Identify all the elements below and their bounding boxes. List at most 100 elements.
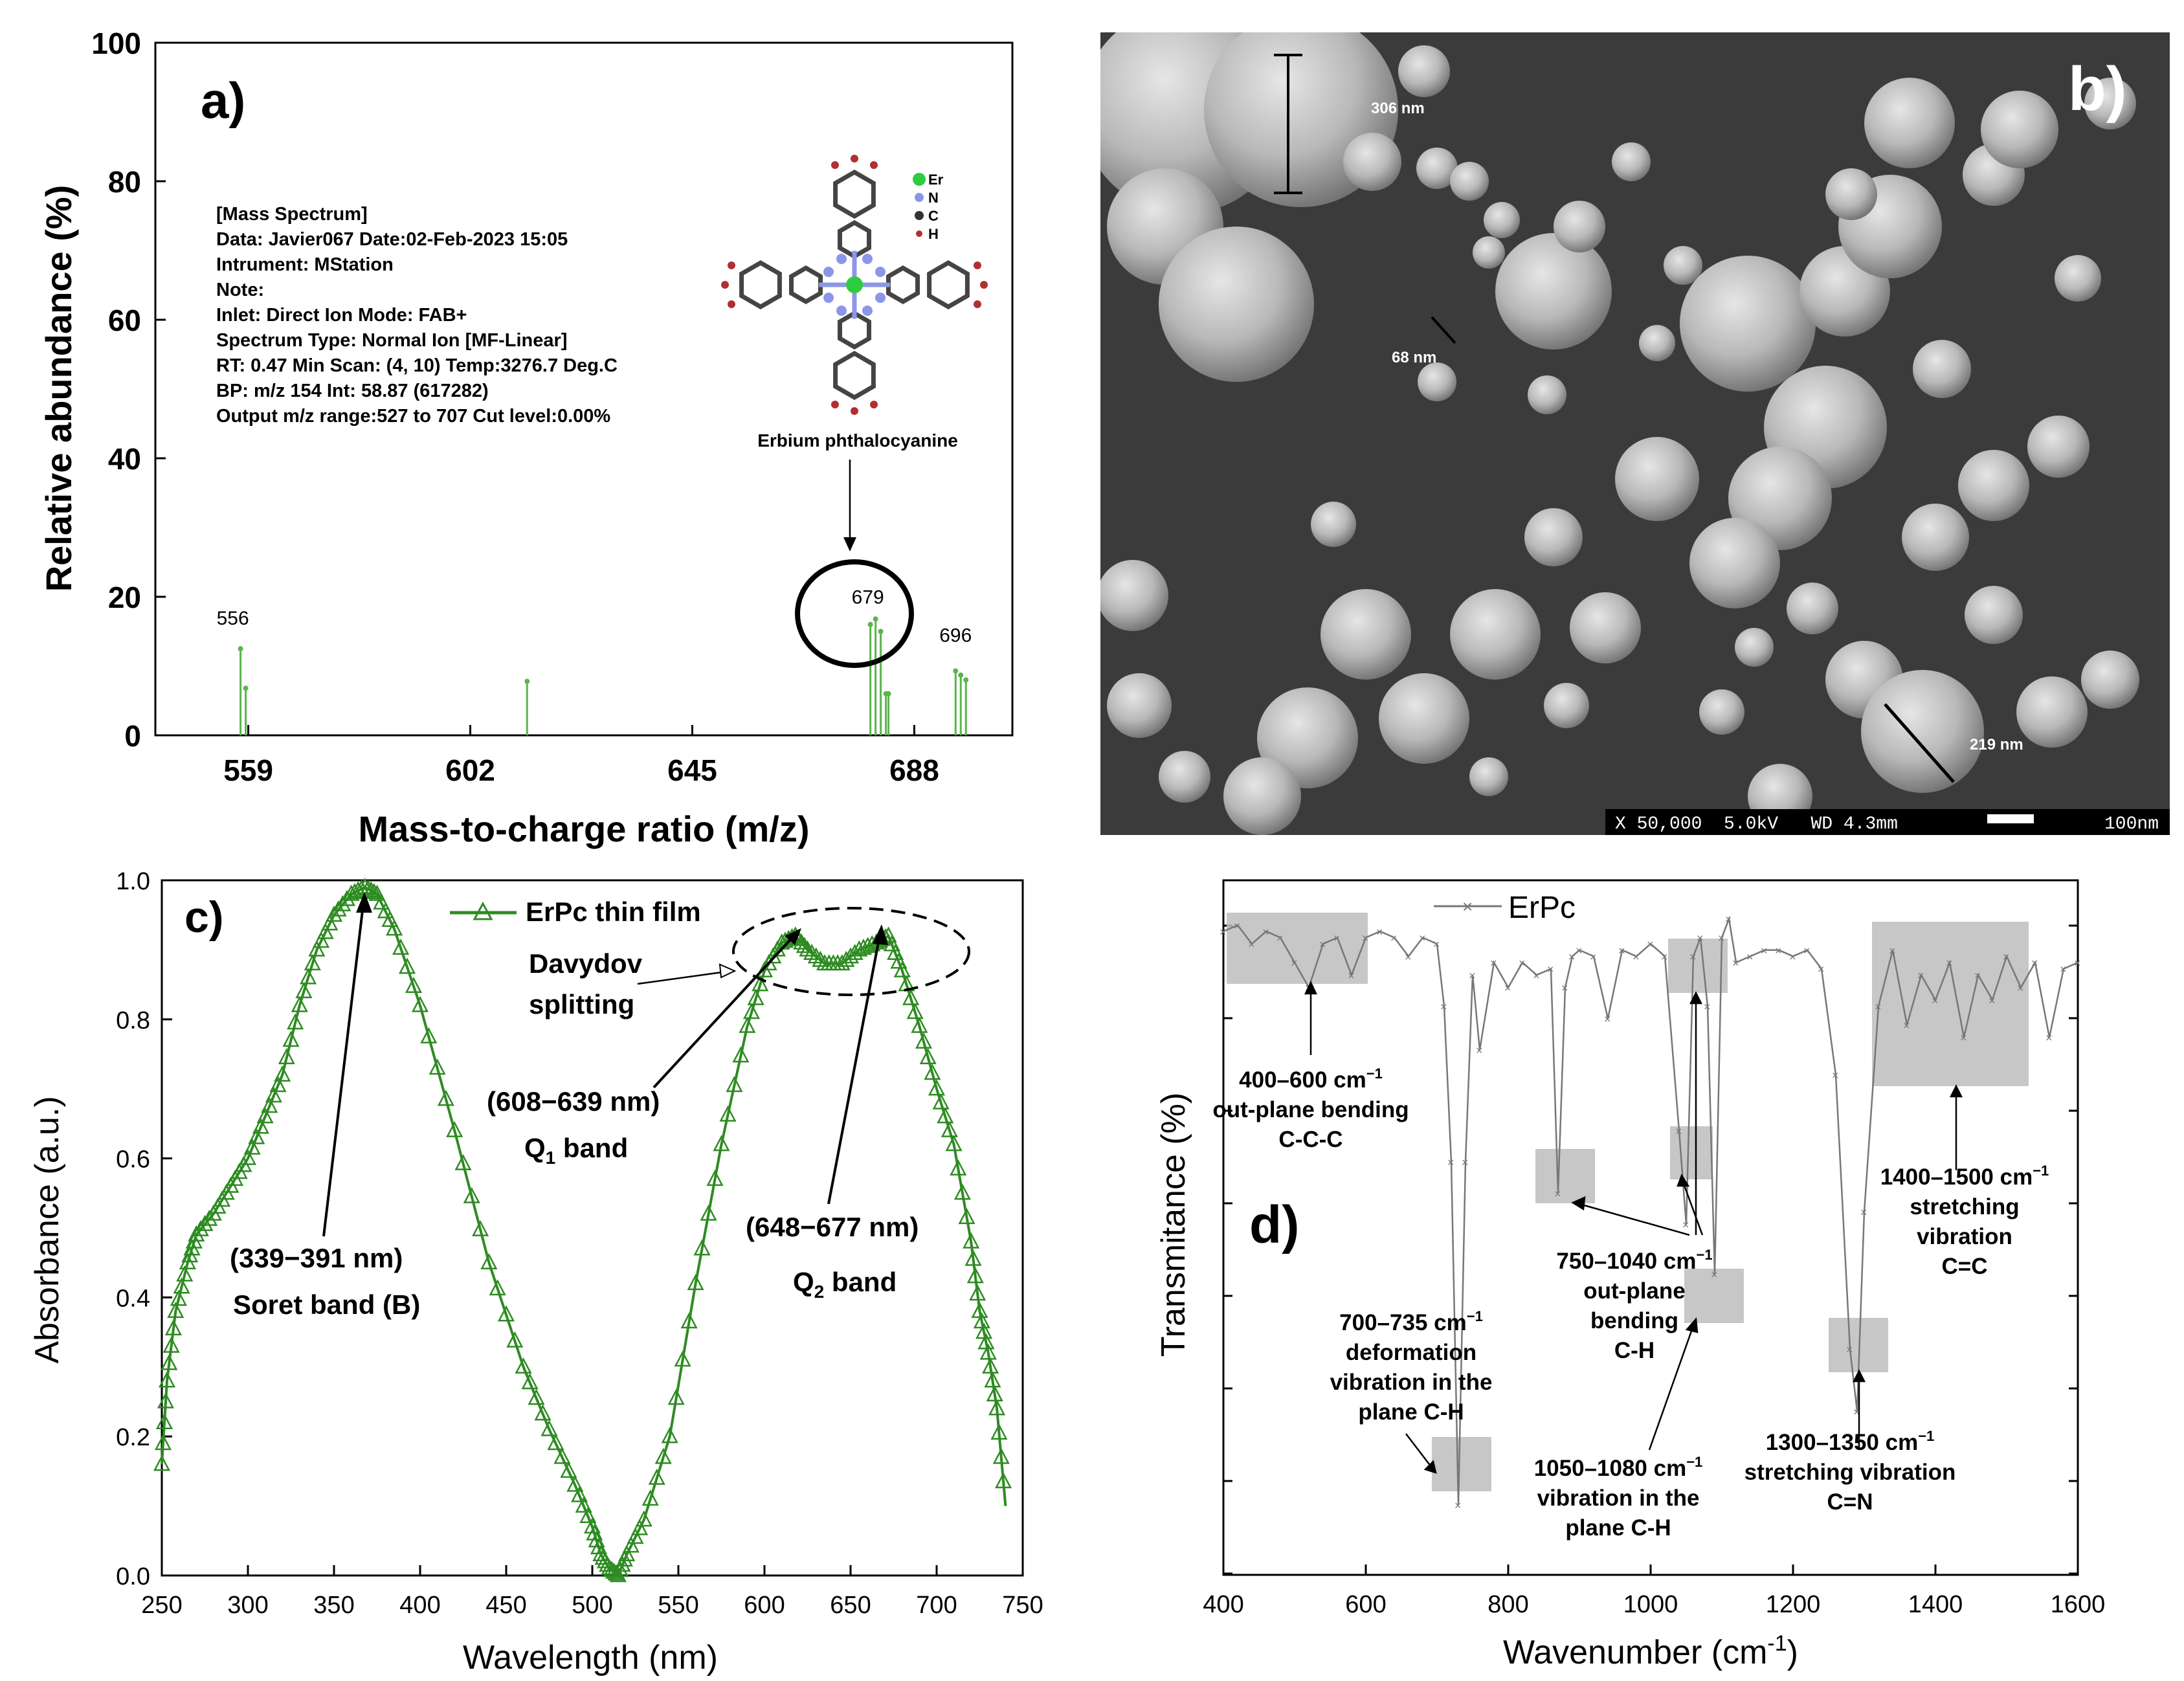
sem-particle [1664, 246, 1702, 285]
sem-particle [1544, 683, 1589, 728]
series-marker: × [1860, 1206, 1867, 1219]
series-erpc: ××××××××××××××××××××××××××××××××××××××××… [1220, 913, 2081, 1512]
info-line: BP: m/z 154 Int: 58.87 (617282) [216, 381, 489, 401]
panel-c-ytick-label: 0.6 [116, 1146, 150, 1174]
annotation-line: bending [1590, 1308, 1678, 1333]
molecule-ring [833, 169, 876, 219]
annotation-davydov-1: Davydov [529, 948, 643, 979]
series-marker: × [1697, 932, 1704, 945]
highlight-box-750-1040-b [1668, 939, 1728, 993]
series-marker [170, 1289, 188, 1306]
series-marker [654, 1447, 672, 1464]
panel-d-xtick-label: 600 [1345, 1591, 1386, 1618]
molecule-n-atom [823, 293, 834, 303]
series-marker [463, 1186, 480, 1203]
series-marker: × [1319, 938, 1326, 951]
annotation-range: 1400–1500 cm−1 [1880, 1163, 2049, 1190]
molecule-n-atom [836, 306, 847, 316]
annotation-line: C=N [1827, 1489, 1873, 1515]
series-marker [321, 914, 339, 931]
info-line: [Mass Spectrum] [216, 204, 368, 225]
sem-particle [1398, 45, 1450, 97]
molecule-er-atom [846, 276, 863, 293]
series-marker: × [2074, 957, 2081, 970]
sem-particle [1689, 518, 1780, 608]
series-marker [256, 1107, 274, 1124]
sem-particle [1311, 502, 1356, 547]
molecule-h-atom [728, 262, 735, 269]
series-marker: × [1604, 1013, 1611, 1026]
panel-c-xtick-label: 750 [1002, 1592, 1043, 1619]
molecule-legend-label: H [928, 226, 939, 242]
sem-particle [1418, 362, 1456, 401]
series-marker [796, 937, 813, 953]
molecule-n-atom [836, 254, 847, 264]
panel-a-ytick-label: 20 [108, 581, 141, 614]
series-marker: × [1989, 994, 1996, 1007]
series-marker: × [1889, 944, 1896, 957]
series-marker [334, 895, 351, 911]
series-marker [575, 1496, 592, 1513]
sem-particle [1787, 583, 1838, 634]
sem-scale-label: 100nm [2104, 814, 2159, 834]
measure-label-219: 219 nm [1970, 736, 2023, 753]
molecule-legend-label: N [928, 190, 939, 206]
panel-d-xtick-label: 1000 [1623, 1591, 1678, 1618]
series-marker: × [1732, 957, 1739, 970]
series-marker [945, 1135, 963, 1152]
sem-particle [1379, 673, 1469, 764]
series-marker [252, 1117, 270, 1134]
series-marker: × [2017, 982, 2024, 995]
series-marker [803, 944, 821, 961]
series-marker: × [1590, 950, 1597, 963]
molecule-legend-label: C [928, 208, 939, 224]
series-marker [601, 1559, 618, 1575]
series-marker [515, 1357, 532, 1374]
panel-a-bar-tip [238, 646, 243, 652]
series-marker: × [1761, 944, 1768, 957]
info-line: Data: Javier067 Date:02-Feb-2023 15:05 [216, 229, 568, 250]
panel-d-y-ticks [1223, 924, 2078, 1575]
molecule-h-atom [851, 155, 858, 162]
series-marker: × [1248, 938, 1255, 951]
series-marker: × [1789, 950, 1796, 963]
series-marker: × [1419, 932, 1426, 945]
series-marker: × [1276, 932, 1284, 945]
peak-label: 679 [852, 587, 884, 608]
q2-arrowhead [873, 924, 888, 945]
series-marker [248, 1128, 265, 1144]
legend-label-erpc: ErPc [1508, 891, 1576, 925]
panel-a-xlabel: Mass-to-charge ratio (m/z) [359, 808, 810, 849]
series-marker [667, 1388, 685, 1405]
series-marker [950, 1159, 967, 1175]
series-marker [713, 1135, 730, 1152]
annotation-q2-range: (648−677 nm) [746, 1212, 919, 1242]
measure-line-219 [1884, 703, 1955, 783]
soret-arrow [322, 899, 365, 1237]
series-marker: × [2031, 957, 2038, 970]
series-marker [368, 884, 386, 901]
panel-a-xtick-label: 645 [667, 753, 717, 787]
measure-label-68: 68 nm [1392, 349, 1436, 366]
molecule-n-atom [862, 254, 873, 264]
series-marker [661, 1427, 678, 1443]
annotation-line: vibration in the [1537, 1486, 1700, 1511]
series-marker [188, 1225, 205, 1241]
panel-a-bar-tip [963, 677, 969, 683]
series-marker [893, 961, 911, 977]
series-marker: × [1932, 994, 1939, 1007]
series-marker: × [1454, 1499, 1462, 1512]
highlight-boxes [1227, 913, 2029, 1491]
series-marker [167, 1302, 184, 1319]
series-marker [622, 1536, 640, 1553]
soret-arrowhead [356, 892, 372, 913]
series-marker: × [1234, 919, 1241, 932]
series-marker [928, 1079, 946, 1096]
annotation-line: deformation [1346, 1340, 1476, 1365]
series-marker [586, 1524, 603, 1541]
series-marker [497, 1305, 515, 1322]
series-marker [274, 1065, 291, 1082]
